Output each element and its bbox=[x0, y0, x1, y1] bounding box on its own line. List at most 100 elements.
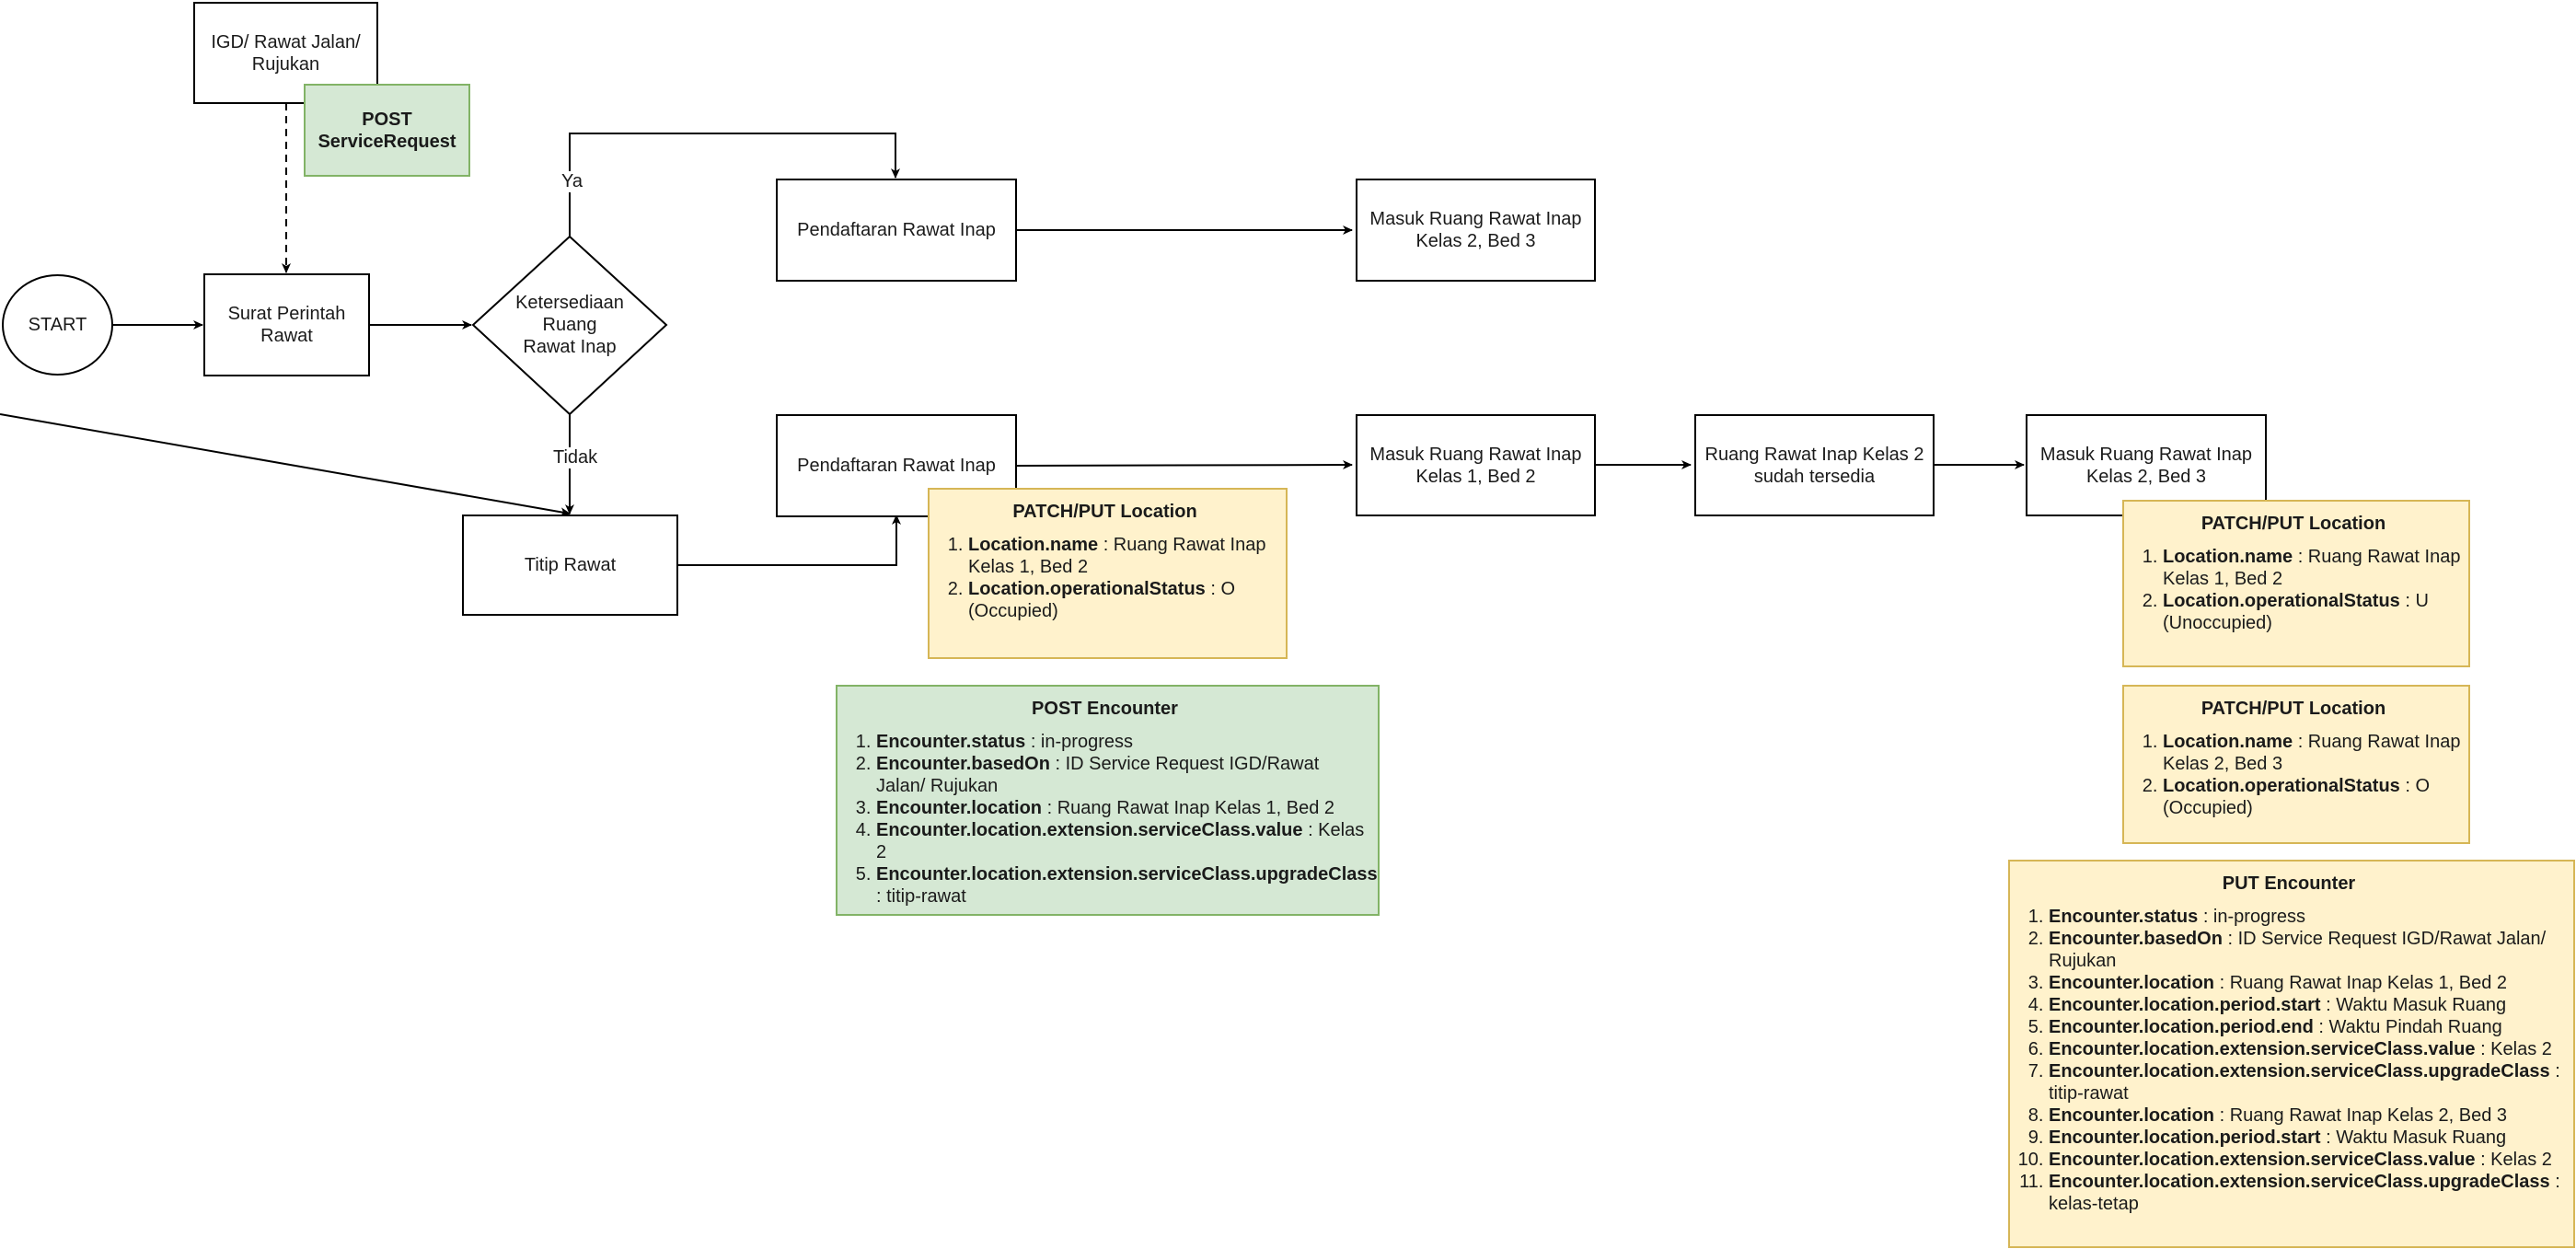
note-title: POST Encounter bbox=[1032, 699, 1178, 719]
field-name: Encounter.location bbox=[876, 798, 1043, 818]
note-list: Location.name : Ruang Rawat Inap Kelas 1… bbox=[2124, 546, 2463, 634]
field-name: Encounter.location bbox=[2049, 973, 2215, 993]
field-name: Encounter.location.period.start bbox=[2049, 1128, 2321, 1148]
field-value: : titip-rawat bbox=[2049, 1061, 2560, 1104]
field-value: : Waktu Masuk Ruang bbox=[2320, 1128, 2507, 1148]
edge-titip-to-pendaftaran bbox=[677, 515, 901, 566]
field-value: : Ruang Rawat Inap Kelas 1, Bed 2 bbox=[968, 535, 1266, 577]
note-list-item: Encounter.location.period.end : Waktu Pi… bbox=[2049, 1016, 2568, 1038]
note-list-item: Encounter.status : in-progress bbox=[876, 731, 1372, 753]
note-title: PATCH/PUT Location bbox=[2201, 514, 2386, 534]
field-name: Encounter.location.extension.serviceClas… bbox=[2049, 1061, 2550, 1081]
field-value: : titip-rawat bbox=[876, 886, 966, 907]
field-value: : in-progress bbox=[1025, 732, 1133, 752]
decision-diamond bbox=[471, 235, 668, 416]
field-value: : ID Service Request IGD/Rawat Jalan/ Ru… bbox=[2049, 929, 2547, 971]
note-list-item: Encounter.location : Ruang Rawat Inap Ke… bbox=[2049, 1104, 2568, 1127]
note-list-item: Encounter.location.extension.serviceClas… bbox=[2049, 1171, 2568, 1215]
note-list-item: Location.operationalStatus : O (Occupied… bbox=[968, 578, 1280, 622]
put-encounter-note: PUT Encounter Encounter.status : in-prog… bbox=[2008, 860, 2575, 1248]
field-name: Location.operationalStatus bbox=[2163, 776, 2400, 796]
edge-label-tidak: Tidak bbox=[550, 447, 601, 468]
titip-rawat-node: Titip Rawat bbox=[462, 515, 678, 616]
note-list-item: Encounter.basedOn : ID Service Request I… bbox=[2049, 928, 2568, 972]
post-service-request-label: POST ServiceRequest bbox=[318, 109, 456, 152]
patch-location-note-3: PATCH/PUT Location Location.name : Ruang… bbox=[2122, 685, 2470, 844]
field-value: : kelas-tetap bbox=[2049, 1172, 2560, 1214]
surat-perintah-node: Surat Perintah Rawat bbox=[203, 273, 370, 376]
igd-node-label: IGD/ Rawat Jalan/ Rujukan bbox=[211, 31, 361, 75]
note-title: PATCH/PUT Location bbox=[1012, 502, 1197, 522]
field-value: : Kelas 2 bbox=[2475, 1150, 2552, 1170]
note-list-item: Encounter.location : Ruang Rawat Inap Ke… bbox=[876, 797, 1372, 819]
field-name: Encounter.basedOn bbox=[876, 754, 1050, 774]
note-title: PUT Encounter bbox=[2222, 873, 2356, 894]
edge-label-ya: Ya bbox=[559, 171, 585, 192]
start-node: START bbox=[2, 274, 113, 376]
masuk-kelas2-label: Masuk Ruang Rawat Inap Kelas 2, Bed 3 bbox=[2039, 444, 2253, 487]
field-value: : Ruang Rawat Inap Kelas 1, Bed 2 bbox=[2214, 973, 2508, 993]
edge-pendaftaran-bottom-to-masuk bbox=[1015, 460, 1353, 470]
field-name: Encounter.location.extension.serviceClas… bbox=[2049, 1150, 2476, 1170]
note-list: Location.name : Ruang Rawat Inap Kelas 1… bbox=[930, 534, 1280, 622]
titip-rawat-label: Titip Rawat bbox=[524, 555, 617, 575]
field-name: Encounter.location.extension.serviceClas… bbox=[2049, 1039, 2476, 1059]
note-list-item: Encounter.location : Ruang Rawat Inap Ke… bbox=[2049, 972, 2568, 994]
field-value: : Ruang Rawat Inap Kelas 1, Bed 2 bbox=[2163, 547, 2461, 589]
decision-label: Ketersediaan Ruang Rawat Inap bbox=[515, 293, 624, 357]
field-name: Location.name bbox=[968, 535, 1099, 555]
masuk-top-node: Masuk Ruang Rawat Inap Kelas 2, Bed 3 bbox=[1356, 179, 1596, 282]
note-list-item: Encounter.location.period.start : Waktu … bbox=[2049, 994, 2568, 1016]
note-list-item: Location.operationalStatus : U (Unoccupi… bbox=[2163, 590, 2463, 634]
note-list-item: Encounter.location.extension.serviceClas… bbox=[2049, 1060, 2568, 1104]
field-name: Location.operationalStatus bbox=[968, 579, 1206, 599]
edge-decision-tidak bbox=[0, 413, 571, 517]
field-value: : ID Service Request IGD/Rawat Jalan/ Ru… bbox=[876, 754, 1320, 796]
field-name: Encounter.location bbox=[2049, 1105, 2215, 1126]
masuk-top-label: Masuk Ruang Rawat Inap Kelas 2, Bed 3 bbox=[1369, 209, 1582, 251]
note-list: Encounter.status : in-progressEncounter.… bbox=[837, 731, 1378, 908]
surat-perintah-label: Surat Perintah Rawat bbox=[227, 304, 346, 346]
post-encounter-note: POST Encounter Encounter.status : in-pro… bbox=[836, 685, 1380, 916]
ruang-tersedia-node: Ruang Rawat Inap Kelas 2 sudah tersedia bbox=[1694, 414, 1935, 516]
field-value: : Waktu Masuk Ruang bbox=[2320, 995, 2507, 1015]
note-list-item: Encounter.location.extension.serviceClas… bbox=[876, 819, 1372, 863]
note-list: Encounter.status : in-progressEncounter.… bbox=[2010, 906, 2568, 1215]
field-value: : Waktu Pindah Ruang bbox=[2313, 1017, 2502, 1037]
note-list-item: Encounter.location.extension.serviceClas… bbox=[2049, 1038, 2568, 1060]
field-name: Encounter.location.extension.serviceClas… bbox=[876, 864, 1378, 885]
field-name: Location.operationalStatus bbox=[2163, 591, 2400, 611]
start-node-label: START bbox=[28, 315, 87, 335]
masuk-kelas1-node: Masuk Ruang Rawat Inap Kelas 1, Bed 2 bbox=[1356, 414, 1596, 516]
post-service-request-tag: POST ServiceRequest bbox=[304, 84, 470, 177]
masuk-kelas2-node: Masuk Ruang Rawat Inap Kelas 2, Bed 3 bbox=[2026, 414, 2267, 516]
field-name: Encounter.location.extension.serviceClas… bbox=[876, 820, 1303, 840]
pendaftaran-bottom-label: Pendaftaran Rawat Inap bbox=[797, 456, 996, 476]
field-value: : O (Occupied) bbox=[968, 579, 1236, 621]
field-name: Location.name bbox=[2163, 732, 2293, 752]
field-name: Encounter.status bbox=[2049, 907, 2199, 927]
note-list-item: Location.name : Ruang Rawat Inap Kelas 2… bbox=[2163, 731, 2463, 775]
field-name: Encounter.location.period.end bbox=[2049, 1017, 2314, 1037]
field-value: : U (Unoccupied) bbox=[2163, 591, 2429, 633]
field-name: Location.name bbox=[2163, 547, 2293, 567]
masuk-kelas1-label: Masuk Ruang Rawat Inap Kelas 1, Bed 2 bbox=[1369, 444, 1582, 487]
pendaftaran-top-node: Pendaftaran Rawat Inap bbox=[776, 179, 1017, 282]
note-list: Location.name : Ruang Rawat Inap Kelas 2… bbox=[2124, 731, 2463, 819]
field-value: : in-progress bbox=[2198, 907, 2305, 927]
pendaftaran-top-label: Pendaftaran Rawat Inap bbox=[797, 220, 996, 240]
field-name: Encounter.status bbox=[876, 732, 1026, 752]
note-list-item: Encounter.location.extension.serviceClas… bbox=[876, 863, 1378, 908]
field-value: : Ruang Rawat Inap Kelas 2, Bed 3 bbox=[2163, 732, 2461, 774]
field-name: Encounter.location.extension.serviceClas… bbox=[2049, 1172, 2550, 1192]
note-list-item: Encounter.basedOn : ID Service Request I… bbox=[876, 753, 1372, 797]
note-title: PATCH/PUT Location bbox=[2201, 699, 2386, 719]
note-list-item: Location.name : Ruang Rawat Inap Kelas 1… bbox=[2163, 546, 2463, 590]
field-value: : Ruang Rawat Inap Kelas 1, Bed 2 bbox=[1042, 798, 1335, 818]
note-list-item: Location.name : Ruang Rawat Inap Kelas 1… bbox=[968, 534, 1280, 578]
field-name: Encounter.location.period.start bbox=[2049, 995, 2321, 1015]
note-list-item: Encounter.location.period.start : Waktu … bbox=[2049, 1127, 2568, 1149]
note-list-item: Encounter.location.extension.serviceClas… bbox=[2049, 1149, 2568, 1171]
patch-location-note-2: PATCH/PUT Location Location.name : Ruang… bbox=[2122, 500, 2470, 667]
